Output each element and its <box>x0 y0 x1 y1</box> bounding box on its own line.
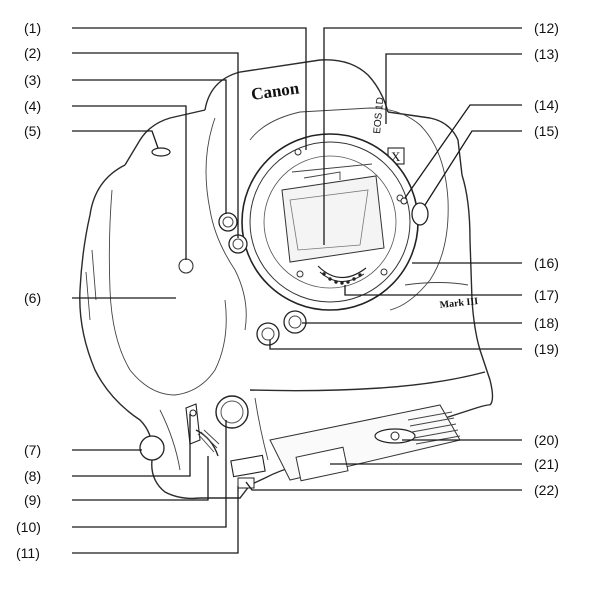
mark-iii-badge: Mark III <box>439 296 479 311</box>
callout-21: (21) <box>534 456 559 472</box>
callout-3: (3) <box>24 72 41 88</box>
callout-9: (9) <box>24 492 41 508</box>
leader-lines <box>72 27 522 554</box>
callout-18: (18) <box>534 315 559 331</box>
callout-22: (22) <box>534 482 559 498</box>
callout-13: (13) <box>534 46 559 62</box>
callout-5: (5) <box>24 123 41 139</box>
callout-10: (10) <box>16 519 41 535</box>
callout-8: (8) <box>24 468 41 484</box>
callout-labels: (1) (2) (3) (4) (5) (6) (7) (8) (9) (10)… <box>16 20 559 561</box>
callout-1: (1) <box>24 20 41 36</box>
callout-2: (2) <box>24 45 41 61</box>
callout-6: (6) <box>24 290 41 306</box>
svg-text:EOS 1D: EOS 1D <box>372 97 386 135</box>
callout-15: (15) <box>534 123 559 139</box>
callout-19: (19) <box>534 341 559 357</box>
lens-contacts <box>317 265 367 285</box>
callout-12: (12) <box>534 20 559 36</box>
reflex-mirror <box>281 163 385 263</box>
camera-body <box>79 59 494 500</box>
callout-4: (4) <box>24 98 41 114</box>
callout-14: (14) <box>534 97 559 113</box>
callout-20: (20) <box>534 432 559 448</box>
callout-11: (11) <box>16 545 40 561</box>
callout-7: (7) <box>24 442 41 458</box>
brand-logo: Canon <box>250 78 301 104</box>
callout-17: (17) <box>534 287 559 303</box>
callout-16: (16) <box>534 255 559 271</box>
svg-text:X: X <box>391 149 401 164</box>
